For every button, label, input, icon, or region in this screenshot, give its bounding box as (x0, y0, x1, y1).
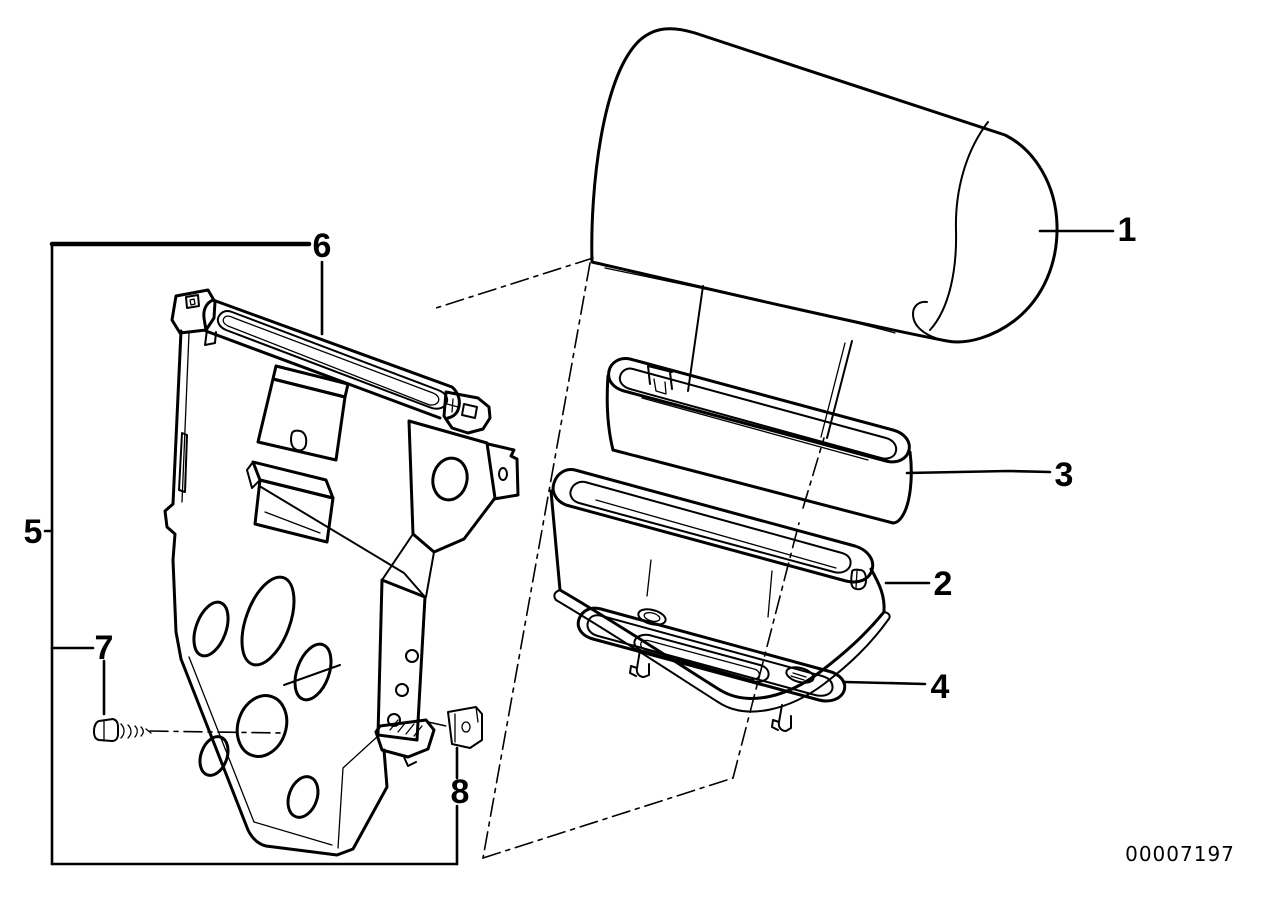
part-screw-drawing (93, 718, 152, 742)
bracket-slotted-rail (170, 288, 492, 435)
callout-labels: 1 2 3 4 5 6 7 8 (24, 211, 1137, 811)
part-frame-tray-drawing (549, 468, 891, 713)
part-bracket-assembly-drawing (163, 288, 520, 857)
bracket-holes (192, 575, 333, 819)
bracket-flange-strip (376, 578, 427, 742)
bracket-center-channel (246, 364, 350, 544)
part-guide-collar-drawing (605, 357, 913, 525)
callout-label-6: 6 (313, 227, 332, 265)
bracket-side-plate (381, 419, 520, 598)
bracket-main-panel (163, 329, 426, 857)
callout-label-2: 2 (934, 565, 953, 603)
callout-label-8: 8 (451, 773, 470, 811)
callout-label-5: 5 (24, 513, 43, 551)
part-headrest-drawing (590, 27, 1059, 344)
diagram-id-number: 00007197 (1125, 842, 1235, 866)
callout-label-7: 7 (95, 629, 114, 667)
callout-label-4: 4 (931, 668, 950, 706)
callout-leader-lines (43, 229, 1115, 866)
callout-label-1: 1 (1118, 211, 1137, 249)
bracket-foot (374, 718, 436, 767)
part-clip-drawing (447, 706, 483, 749)
callout-label-3: 3 (1055, 456, 1074, 494)
part-gasket-plate-drawing (576, 606, 847, 732)
